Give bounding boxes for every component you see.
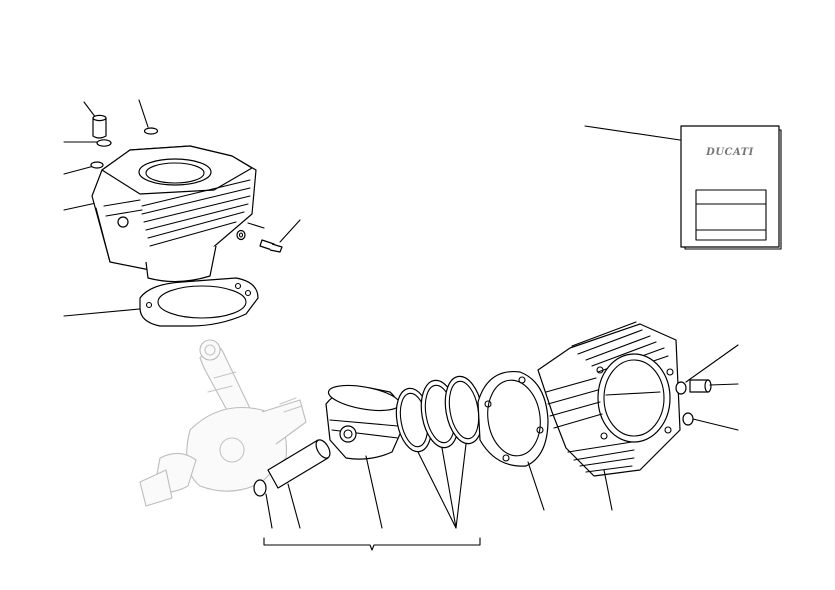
group-bracket: [263, 537, 481, 551]
wrist-pin: [267, 439, 331, 489]
cylinder-bottom: [537, 321, 681, 477]
o-ring-top-2: [90, 161, 104, 169]
manual-booklet: DUCATI: [584, 125, 782, 250]
leader-lines-top: [63, 99, 301, 317]
dowel-pin-right: [689, 379, 712, 393]
cylinder-assembly-top: [63, 99, 301, 327]
o-ring-right-1: [675, 381, 687, 395]
exploded-group-bottom: [139, 321, 739, 551]
leader-lines-bottom: [265, 344, 739, 529]
base-gasket-top: [139, 277, 259, 327]
circlip: [253, 479, 267, 497]
o-ring-top-1: [96, 139, 112, 147]
piston-rings: [395, 375, 484, 453]
ducati-logo: DUCATI: [705, 147, 754, 158]
washer-bolt-top: [236, 229, 283, 253]
o-ring-top-3: [143, 127, 159, 135]
crankshaft-ghost: [139, 339, 307, 507]
dowel-pin-top: [92, 114, 107, 139]
o-ring-right-2: [682, 412, 694, 426]
booklet-cover: [680, 125, 780, 248]
cylinder-top: [91, 145, 257, 283]
piston: [325, 384, 402, 460]
booklet-label-box: [695, 189, 767, 241]
base-gasket-bottom: [477, 370, 549, 467]
booklet-leader: [584, 125, 681, 141]
